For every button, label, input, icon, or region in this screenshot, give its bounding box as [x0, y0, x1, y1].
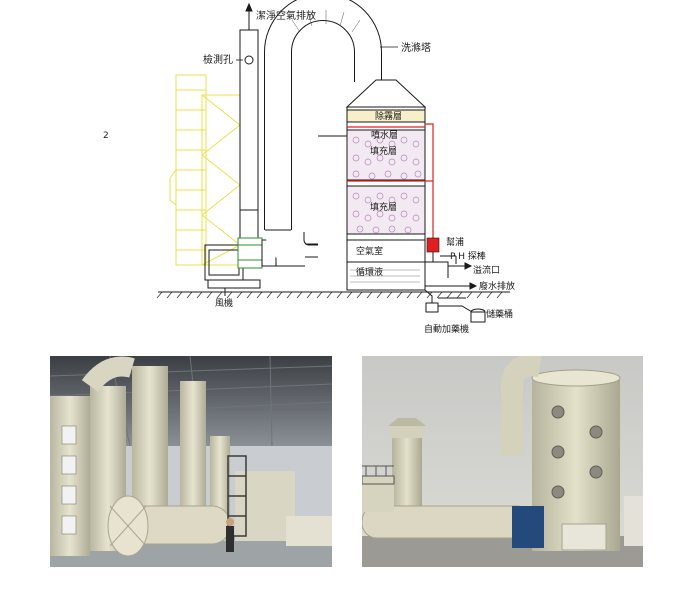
- label-packing-upper: 填充層: [370, 145, 397, 157]
- label-pump: 幫浦: [446, 236, 464, 248]
- figure-number: 2: [103, 131, 109, 141]
- label-exhaust: 潔淨空氣排放: [256, 9, 316, 22]
- pump-icon: [426, 237, 440, 262]
- scrubber-tower: [345, 79, 427, 291]
- label-demister: 除霧層: [375, 110, 402, 122]
- gooseneck-duct: [264, 0, 382, 270]
- label-air-chamber: 空氣室: [356, 245, 383, 257]
- label-fan: 風機: [215, 297, 233, 309]
- label-packing-lower: 填充層: [370, 201, 397, 213]
- label-scrubber: 洗滌塔: [401, 41, 431, 54]
- photo-outdoor-illustration: [362, 356, 643, 567]
- photo-outdoor-installation: [362, 356, 643, 567]
- label-spray: 噴水層: [371, 129, 398, 141]
- label-auto-dosing: 自動加藥機: [424, 323, 469, 335]
- scrubber-schematic: 潔淨空氣排放 洗滌塔 檢測孔 除霧層 噴水層 填充層 填充層 空氣室 循環液 幫…: [156, 0, 515, 335]
- exhaust-stack: [239, 29, 259, 241]
- label-circulation: 循環液: [356, 266, 383, 278]
- label-ph-probe: P H 探棒: [450, 250, 486, 262]
- label-drain: 廢水排放: [479, 280, 515, 292]
- drain-piping: [424, 255, 478, 303]
- ground-line: [156, 291, 510, 299]
- photo-indoor-illustration: [50, 356, 332, 567]
- label-overflow: 溢流口: [473, 264, 500, 276]
- photo-indoor-installation: [50, 356, 332, 567]
- label-sample-port: 檢測孔: [203, 53, 233, 66]
- dosing-unit: [425, 297, 486, 323]
- exhaust-hood: [169, 74, 241, 266]
- fan-assembly: [204, 237, 277, 296]
- exhaust-arrow: [245, 2, 253, 30]
- spray-piping: [347, 123, 434, 240]
- demister-layer: [346, 109, 426, 123]
- label-storage: 儲藥桶: [486, 308, 513, 320]
